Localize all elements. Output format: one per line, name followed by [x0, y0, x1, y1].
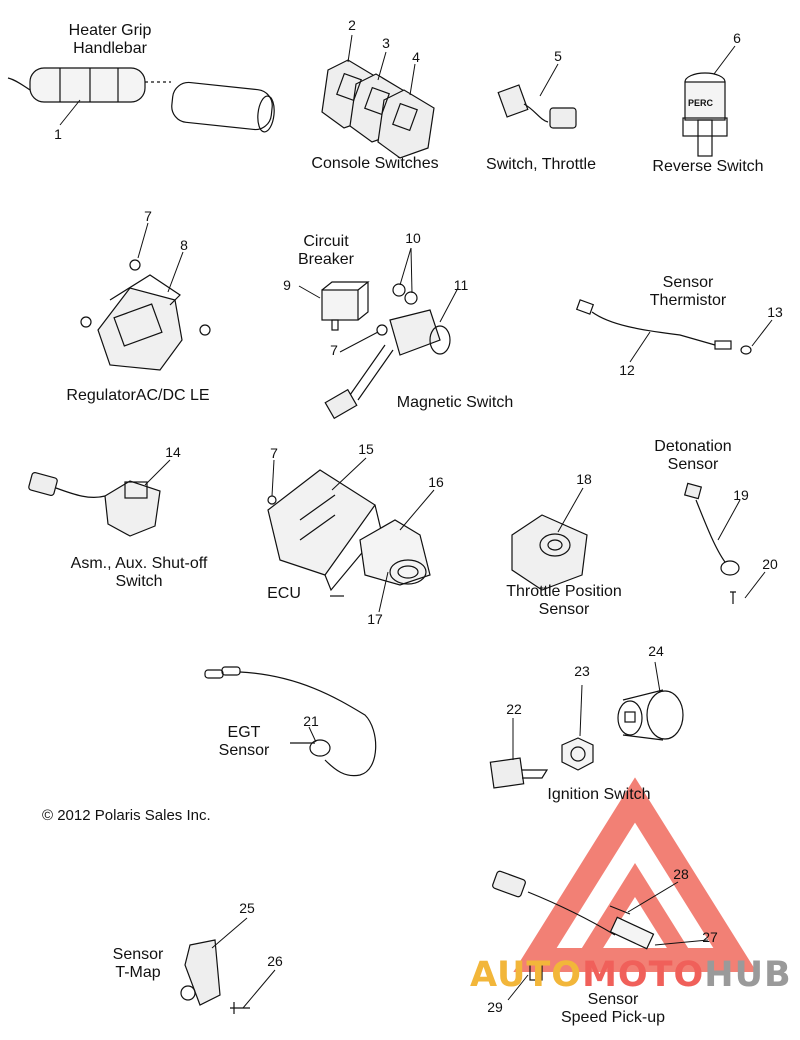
callout-16: 16	[428, 474, 444, 490]
callout-29: 29	[487, 999, 503, 1015]
regulator-part	[80, 259, 211, 371]
tmap-part	[180, 939, 250, 1014]
copyright-text: © 2012 Polaris Sales Inc.	[42, 807, 211, 824]
callout-9: 9	[283, 277, 291, 293]
egt-part	[204, 666, 377, 777]
watermark-text: AUTOMOTOHUB	[470, 955, 792, 995]
callout-7a: 7	[144, 208, 152, 224]
console-switches-part	[321, 59, 435, 159]
callout-18: 18	[576, 471, 592, 487]
callout-24: 24	[648, 643, 664, 659]
ignition-part	[489, 689, 684, 789]
ecu-part	[267, 469, 431, 597]
callout-5: 5	[554, 48, 562, 64]
callout-15: 15	[358, 441, 374, 457]
magnetic-switch-part	[324, 283, 451, 420]
speed-pickup-part	[492, 870, 655, 981]
callout-7c: 7	[270, 445, 278, 461]
throttle-position-part	[511, 514, 588, 591]
callout-19: 19	[733, 487, 749, 503]
callout-28: 28	[673, 866, 689, 882]
callout-10: 10	[405, 230, 421, 246]
callout-12: 12	[619, 362, 635, 378]
callout-21: 21	[303, 713, 319, 729]
callout-20: 20	[762, 556, 778, 572]
ignition-switch-label: Ignition Switch	[547, 786, 651, 803]
magnetic-switch-label: Magnetic Switch	[396, 394, 514, 411]
callout-13: 13	[767, 304, 783, 320]
callout-27: 27	[702, 929, 718, 945]
console-switches-label: Console Switches	[311, 155, 439, 172]
callout-17: 17	[367, 611, 383, 627]
leader-lines	[59, 34, 773, 1009]
callout-2: 2	[348, 17, 356, 33]
callout-26: 26	[267, 953, 283, 969]
callout-6: 6	[733, 30, 741, 46]
regulator-label: RegulatorAC/DC LE	[66, 387, 210, 404]
watermark-hub: HUB	[704, 955, 792, 995]
callout-14: 14	[165, 444, 181, 460]
callout-22: 22	[506, 701, 522, 717]
reverse-switch-label: Reverse Switch	[652, 158, 764, 175]
callout-4: 4	[412, 49, 420, 65]
throttle-switch-part	[497, 84, 577, 129]
reverse-switch-part	[682, 72, 728, 157]
reverse-switch-embossing: PERC	[688, 98, 714, 108]
watermark-moto: MOTO	[582, 955, 705, 995]
switch-throttle-label: Switch, Throttle	[486, 156, 596, 173]
watermark-auto: AUTO	[470, 955, 583, 995]
callout-1: 1	[54, 126, 62, 142]
callout-7b: 7	[330, 342, 338, 358]
ecu-label: ECU	[267, 585, 301, 602]
thermistor-part	[575, 299, 752, 355]
heater-grip-part	[7, 67, 275, 133]
callout-23: 23	[574, 663, 590, 679]
callout-8: 8	[180, 237, 188, 253]
callout-3: 3	[382, 35, 390, 51]
detonation-part	[683, 482, 740, 604]
circuit-breaker-part	[321, 281, 370, 331]
callout-25: 25	[239, 900, 255, 916]
callout-11: 11	[453, 277, 469, 293]
aux-shutoff-part	[28, 472, 161, 537]
